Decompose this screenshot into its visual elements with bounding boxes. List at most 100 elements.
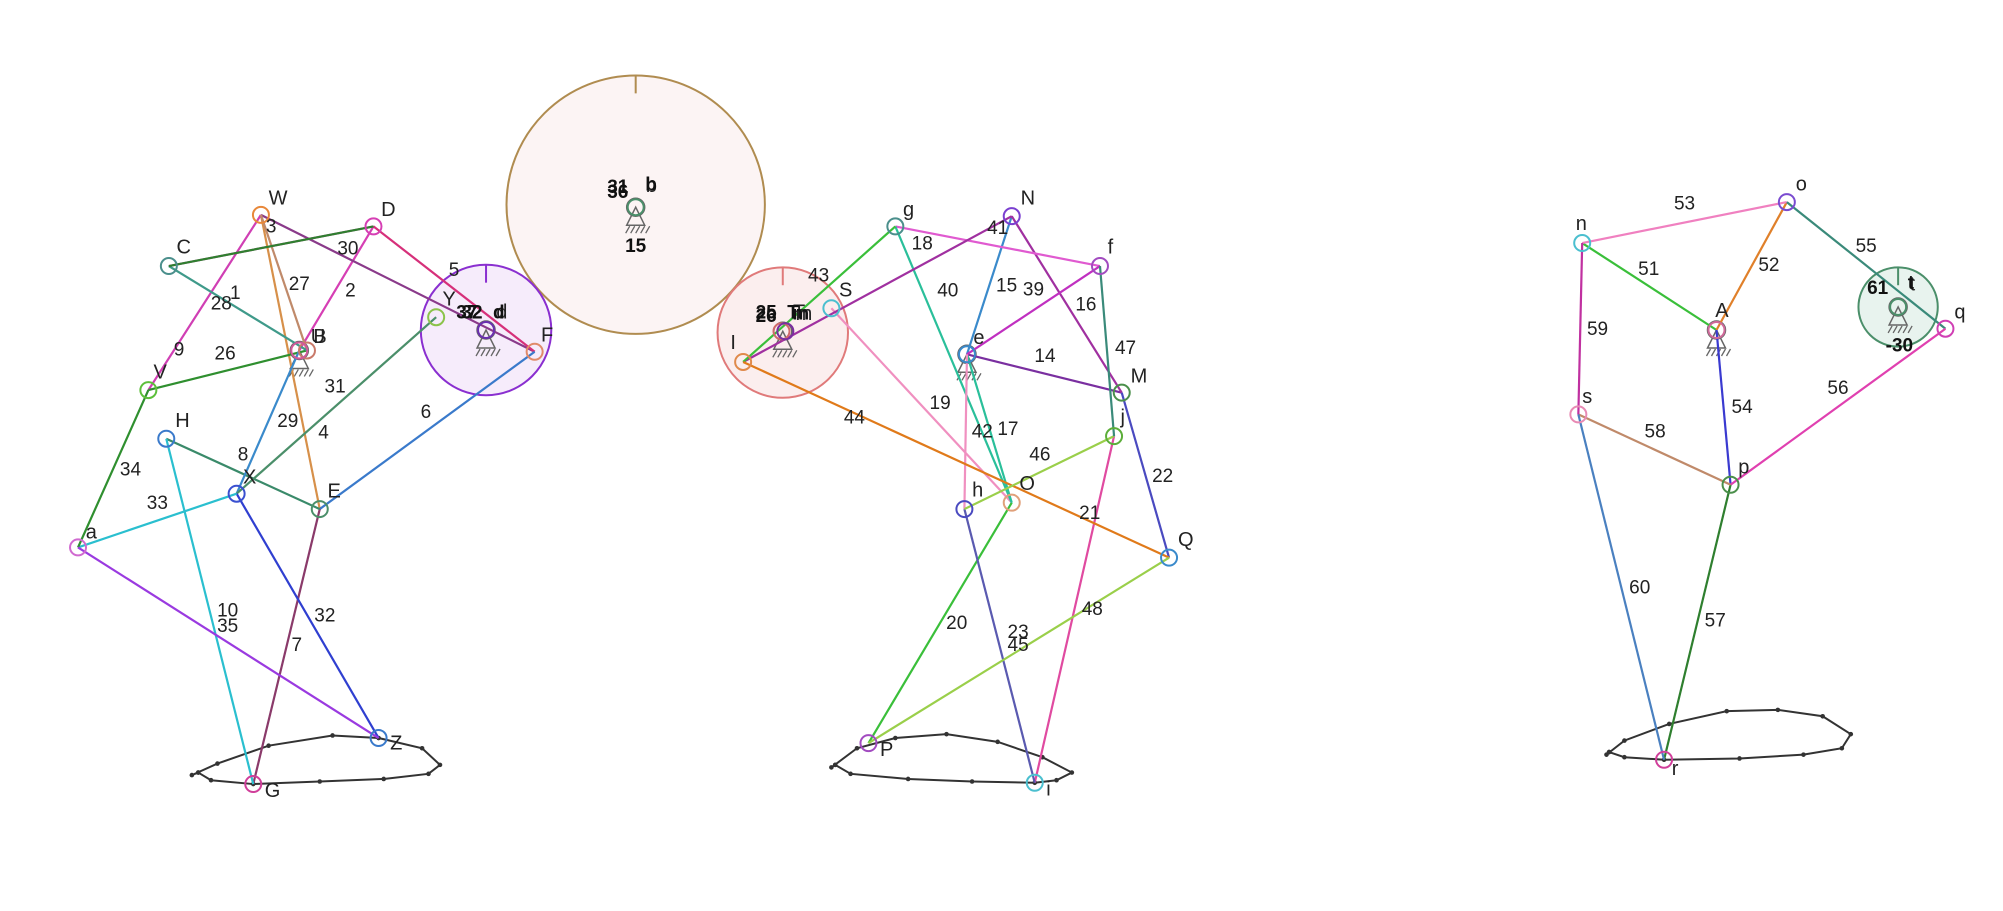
link-57	[1662, 484, 1732, 761]
link-3	[260, 213, 536, 353]
joint-X[interactable]	[227, 484, 246, 503]
joint-o[interactable]	[1777, 193, 1796, 212]
link-label-35: 35	[217, 616, 238, 637]
ground-pivot-icon	[772, 321, 798, 358]
joint-G[interactable]	[244, 775, 263, 794]
link-label-8: 8	[238, 444, 249, 465]
joint-N[interactable]	[1002, 207, 1021, 226]
joint-label-P: P	[880, 739, 893, 761]
joint-S[interactable]	[822, 299, 841, 318]
link-label-58: 58	[1645, 421, 1666, 442]
joint-Z[interactable]	[369, 729, 388, 748]
joint-label-X: X	[243, 466, 256, 488]
link-label-59: 59	[1587, 319, 1608, 340]
joint-Q[interactable]	[1160, 548, 1179, 567]
link-label-43: 43	[808, 265, 829, 286]
joint-M[interactable]	[1112, 383, 1131, 402]
joint-h[interactable]	[955, 500, 974, 519]
joint-r[interactable]	[1655, 750, 1674, 769]
link-label-22: 22	[1152, 466, 1173, 487]
joint-label-j: j	[1119, 406, 1124, 428]
curve-point	[1801, 752, 1806, 757]
link-label-45: 45	[1008, 635, 1029, 656]
link-16	[1010, 215, 1123, 394]
link-41	[742, 215, 1013, 363]
joint-j[interactable]	[1105, 427, 1124, 446]
link-53	[1581, 201, 1788, 245]
joint-q[interactable]	[1936, 319, 1955, 338]
curve-point	[832, 762, 838, 768]
joint-D[interactable]	[364, 217, 383, 236]
joint-P[interactable]	[859, 734, 878, 753]
link-30	[168, 225, 374, 268]
link-47	[1098, 265, 1116, 437]
joint-n[interactable]	[1573, 234, 1592, 253]
curve-point	[189, 772, 195, 778]
link-label-26: 26	[215, 343, 236, 364]
link-label-14: 14	[1034, 346, 1056, 367]
joint-label-a: a	[86, 521, 98, 543]
joint-t[interactable]	[1889, 297, 1908, 316]
link-label-23: 23	[1008, 622, 1029, 643]
curve-point	[854, 745, 860, 751]
link-label-15: 15	[996, 276, 1017, 297]
link-label-57: 57	[1705, 611, 1726, 632]
joint-label-D: D	[381, 199, 395, 221]
joint-label-G: G	[265, 780, 281, 802]
link-46	[963, 435, 1115, 511]
joint-m[interactable]	[776, 322, 795, 341]
joint-p[interactable]	[1721, 475, 1740, 494]
joint-A[interactable]	[1707, 320, 1726, 339]
curve-point	[330, 733, 335, 738]
curve-point	[1820, 713, 1825, 719]
link-label-19: 19	[930, 393, 951, 414]
link-4	[259, 214, 321, 510]
joint-f[interactable]	[1090, 257, 1109, 276]
disk-label: t	[1908, 273, 1915, 294]
joint-Y[interactable]	[427, 308, 446, 327]
joint-i[interactable]	[1025, 773, 1044, 792]
link-label-52: 52	[1758, 255, 1779, 276]
joint-label-h: h	[972, 479, 983, 501]
joint-E[interactable]	[310, 500, 329, 519]
joint-U[interactable]	[290, 341, 309, 360]
link-label-29: 29	[277, 411, 298, 432]
disk-label: -30	[1886, 336, 1913, 357]
link-label-39: 39	[1023, 279, 1044, 300]
joint-e[interactable]	[957, 345, 976, 364]
curve-point	[1775, 707, 1781, 713]
joint-I[interactable]	[734, 352, 753, 371]
curve-point	[419, 745, 425, 751]
disk-label: 32	[461, 302, 482, 323]
curve-point	[1622, 738, 1627, 743]
joint-W[interactable]	[251, 205, 270, 224]
link-label-17: 17	[997, 419, 1018, 440]
link-32	[235, 493, 380, 739]
curve-point	[1606, 749, 1612, 755]
curve-point	[829, 765, 834, 770]
curve-point	[1724, 708, 1730, 714]
joint-O[interactable]	[1002, 493, 1021, 512]
drive-disk	[505, 74, 766, 335]
joint-a[interactable]	[69, 538, 88, 557]
link-23	[963, 508, 1036, 784]
link-label-48: 48	[1082, 599, 1103, 620]
link-10	[165, 438, 255, 785]
joint-g[interactable]	[886, 217, 905, 236]
joint-s[interactable]	[1569, 405, 1588, 424]
joint-b[interactable]	[626, 198, 645, 217]
joint-V[interactable]	[139, 381, 158, 400]
curve-point	[1839, 745, 1845, 751]
joint-H[interactable]	[157, 429, 176, 448]
joint-label-W: W	[269, 188, 288, 210]
joint-label-O: O	[1019, 473, 1035, 495]
disk-label: T	[787, 302, 799, 323]
link-label-7: 7	[291, 635, 302, 656]
joint-d[interactable]	[477, 320, 496, 339]
joint-C[interactable]	[159, 257, 178, 276]
joint-F[interactable]	[525, 342, 544, 361]
disk-label: 36	[607, 182, 628, 203]
joint-label-d: d	[496, 301, 507, 323]
joint-B[interactable]	[297, 341, 316, 360]
